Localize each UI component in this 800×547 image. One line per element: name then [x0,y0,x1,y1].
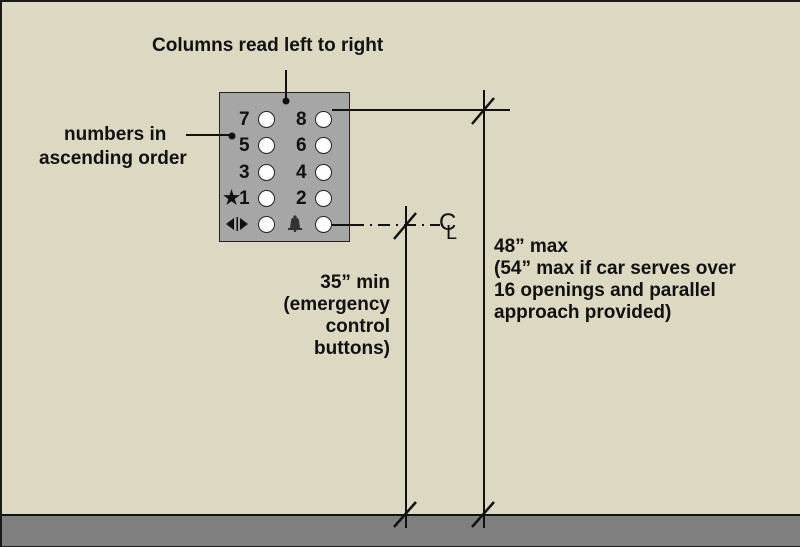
centerline-symbol-l: L [446,222,458,244]
dimension-48-line4: approach provided) [494,302,672,323]
dimension-48-line1: 48” max [494,236,568,257]
dimension-35-line1: 35” min [320,272,390,293]
dimension-48-tick-bottom [471,501,495,528]
key-label-3: 3 [239,162,250,183]
key-label-7: 7 [239,109,250,130]
ascending-callout-line2: ascending order [39,148,187,169]
ascending-leader-dot [228,132,236,140]
door-button[interactable] [258,216,275,233]
key-label-8: 8 [296,109,307,130]
alarm-bell-icon [287,215,303,233]
button-3[interactable] [258,164,275,181]
centerline-symbol-c: C [439,209,457,236]
key-label-2: 2 [296,188,307,209]
ascending-callout-line1: numbers in [64,124,167,145]
columns-leader-dot [282,97,290,105]
dimension-35-line3: control [325,316,390,337]
control-panel: 7 8 5 6 3 4 ★1 2 [219,92,350,242]
alarm-button[interactable] [315,216,332,233]
dimension-35-line4: buttons) [314,338,390,359]
button-8[interactable] [315,111,332,128]
dimension-48-line2: (54” max if car serves over [494,258,736,279]
key-label-4: 4 [296,162,307,183]
dimension-35-line2: (emergency [283,294,390,315]
dimension-35-label: 35” min (emergency control buttons) [240,272,390,360]
columns-callout-label: Columns read left to right [152,35,384,56]
dimension-48-label: 48” max (54” max if car serves over 16 o… [494,236,736,324]
button-7[interactable] [258,111,275,128]
button-4[interactable] [315,164,332,181]
key-label-5: 5 [239,135,250,156]
button-2[interactable] [315,190,332,207]
dimension-35-tick-top [393,212,417,240]
button-5[interactable] [258,137,275,154]
door-open-close-icon [226,217,250,231]
dimension-48-line3: 16 openings and parallel [494,280,716,301]
button-1[interactable] [258,190,275,207]
button-6[interactable] [315,137,332,154]
dimension-35-tick-bottom [393,501,417,528]
key-label-1-main-floor: ★1 [223,188,250,209]
dimension-48-tick-top [471,97,495,125]
key-label-6: 6 [296,135,307,156]
